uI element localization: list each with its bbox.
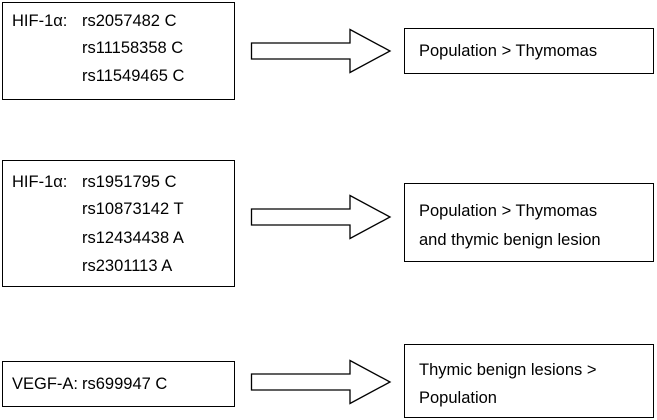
snp-2-4: rs2301113 A [82,257,173,275]
result-box-1 [404,28,654,74]
snp-1-1: rs2057482 C [82,12,177,30]
snp-box-3 [2,361,235,407]
result-2-line-2: and thymic benign lesion [419,231,601,249]
arrow-right-icon [250,194,392,240]
snp-box-2 [2,160,235,287]
result-3-line-2: Population [419,389,497,407]
gene-label-2: HIF-1α: [12,173,68,191]
gene-label-3: VEGF-A: [12,375,79,393]
arrow-right-icon [250,359,392,405]
snp-2-3: rs12434438 A [82,229,184,247]
snp-2-1: rs1951795 C [82,173,177,191]
arrow-right-icon [250,28,392,74]
snp-box-1 [2,2,235,100]
snp-1-2: rs11158358 C [82,39,184,57]
result-3-line-1: Thymic benign lesions > [419,361,597,379]
gene-label-1: HIF-1α: [12,12,68,30]
snp-3-1: rs699947 C [82,375,168,393]
result-box-3 [404,344,654,418]
result-1-line-1: Population > Thymomas [419,42,598,60]
snp-1-3: rs11549465 C [82,67,185,85]
result-box-2 [404,183,654,262]
snp-2-2: rs10873142 T [82,200,184,218]
result-2-line-1: Population > Thymomas [419,202,598,220]
